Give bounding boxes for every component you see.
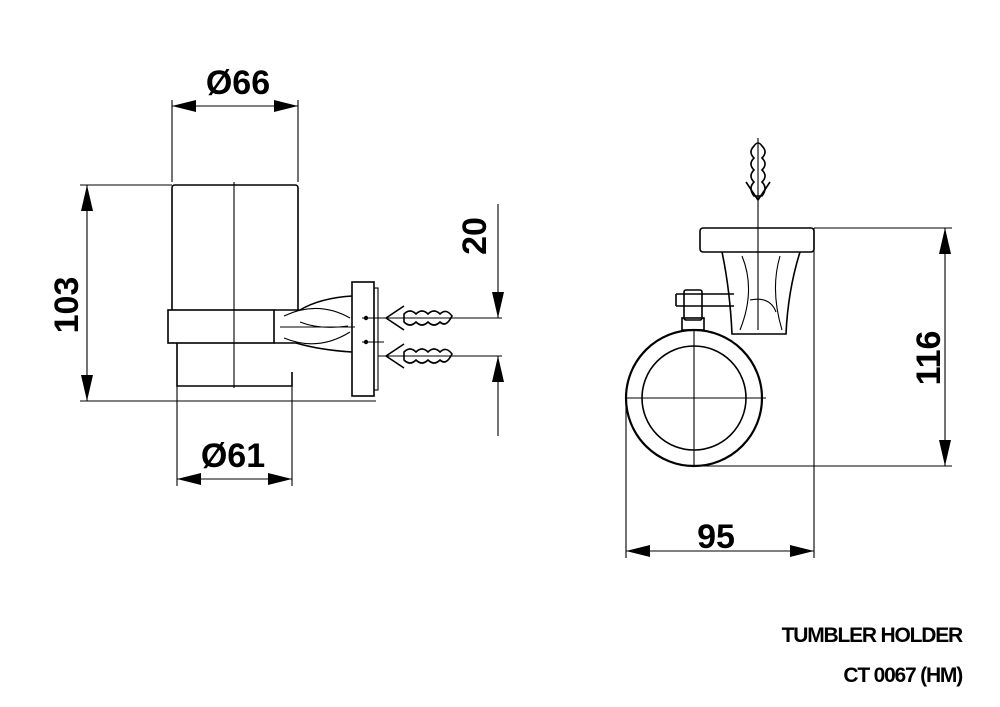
wall-plate <box>351 281 375 397</box>
holder-ring <box>167 309 275 344</box>
top-wall-anchor <box>745 138 771 330</box>
bracket-body <box>721 251 801 335</box>
holder-bar <box>675 293 734 307</box>
cup-bottom <box>176 343 293 387</box>
dim-anchor-spacing-label: 20 <box>456 217 494 255</box>
dim-height-right-label: 116 <box>910 331 948 386</box>
dim-cup-bottom-diameter: Ø61 <box>176 386 293 486</box>
side-view: Ø66 103 Ø61 20 <box>48 64 504 486</box>
dim-cup-top-label: Ø66 <box>206 64 270 102</box>
dim-cup-top-diameter: Ø66 <box>171 64 299 182</box>
holder-clip <box>683 289 703 321</box>
product-code: CT 0067 (HM) <box>843 664 963 687</box>
dim-height-right: 116 <box>694 227 952 558</box>
tumbler-cup <box>171 184 299 310</box>
dim-depth: 95 <box>625 398 814 558</box>
arm-twist <box>283 307 351 345</box>
dim-depth-label: 95 <box>697 518 735 556</box>
dim-cup-bottom-label: Ø61 <box>201 437 265 475</box>
wall-plate-edge <box>373 287 379 391</box>
wall-anchor-upper <box>378 305 502 331</box>
mount-plate <box>699 227 815 253</box>
bracket-twist <box>739 255 783 331</box>
wall-anchor-lower <box>378 343 502 369</box>
dim-anchor-spacing: 20 <box>456 204 504 436</box>
product-title: TUMBLER HOLDER <box>781 624 964 647</box>
dim-height-left-label: 103 <box>48 277 86 334</box>
dim-height-left: 103 <box>48 184 376 402</box>
front-view: 116 95 <box>624 138 952 558</box>
